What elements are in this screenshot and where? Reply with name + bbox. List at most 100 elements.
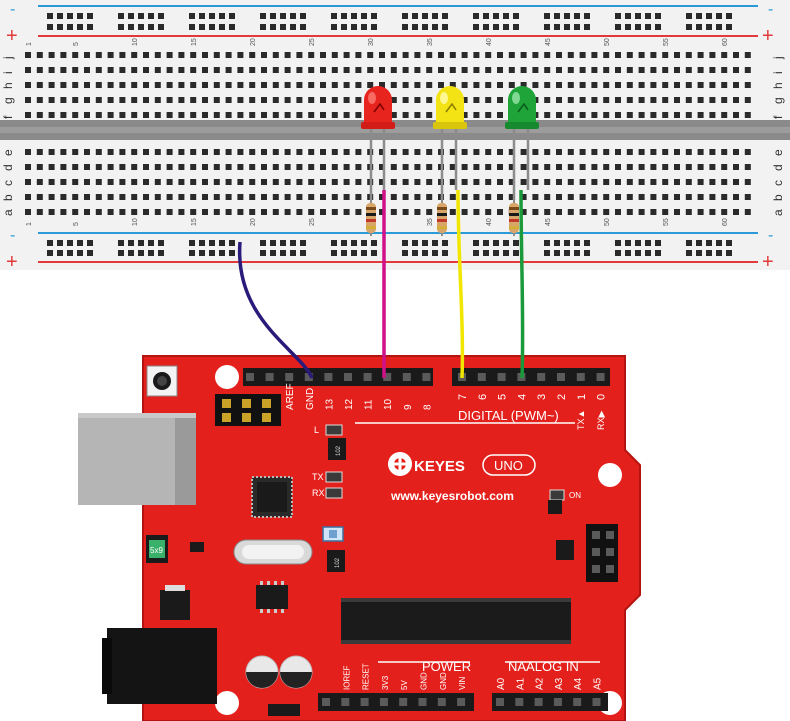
rail-hole — [158, 24, 164, 30]
icsp-pin[interactable] — [592, 548, 600, 556]
bottom-left-plus: + — [6, 251, 18, 273]
breadboard-hole — [497, 82, 503, 88]
header-pin[interactable] — [304, 373, 313, 381]
header-pin[interactable] — [437, 698, 446, 706]
pin4-wire[interactable] — [519, 189, 525, 379]
header-pin[interactable] — [537, 373, 546, 381]
rail-hole — [300, 250, 306, 256]
header-pin[interactable] — [399, 698, 408, 706]
header-pin[interactable] — [402, 373, 411, 381]
header-pin[interactable] — [324, 373, 333, 381]
icsp-pin[interactable] — [262, 399, 271, 408]
breadboard-hole — [154, 112, 161, 118]
breadboard-hole — [662, 149, 669, 155]
breadboard-hole — [261, 52, 267, 58]
icsp-pin[interactable] — [592, 531, 600, 539]
top-left-plus: + — [6, 25, 18, 47]
breadboard-hole — [60, 194, 67, 200]
header-pin[interactable] — [496, 698, 504, 706]
icsp-pin[interactable] — [606, 531, 614, 539]
breadboard-hole — [638, 82, 645, 88]
rail-hole — [280, 240, 286, 246]
header-pin[interactable] — [557, 373, 565, 381]
row-letter: j — [1, 56, 15, 60]
breadboard-hole — [390, 179, 397, 185]
header-pin[interactable] — [265, 373, 274, 381]
header-pin[interactable] — [553, 698, 562, 706]
breadboard-hole — [390, 164, 397, 170]
column-number: 5 — [73, 222, 80, 226]
icsp-pin[interactable] — [606, 548, 614, 556]
breadboard-hole — [249, 164, 256, 170]
icsp-pin[interactable] — [242, 413, 251, 422]
header-pin[interactable] — [322, 698, 330, 706]
breadboard-hole — [308, 82, 315, 88]
resistor-code-1: 102 — [336, 445, 342, 456]
header-pin[interactable] — [534, 698, 543, 706]
breadboard-hole — [556, 52, 562, 58]
rail-hole — [574, 24, 580, 30]
breadboard-hole — [60, 67, 67, 73]
breadboard-hole — [166, 97, 173, 103]
rail-hole — [503, 250, 509, 256]
breadboard-hole — [131, 164, 138, 170]
header-pin[interactable] — [341, 698, 350, 706]
icsp-pin[interactable] — [242, 399, 251, 408]
header-pin[interactable] — [477, 373, 486, 381]
header-pin[interactable] — [344, 373, 352, 381]
icsp-pin[interactable] — [262, 413, 271, 422]
breadboard-hole — [744, 194, 751, 200]
header-pin[interactable] — [576, 373, 585, 381]
header-pin[interactable] — [515, 698, 524, 706]
header-pin[interactable] — [457, 698, 466, 706]
gnd-wire[interactable] — [238, 241, 314, 379]
breadboard-hole — [331, 179, 338, 185]
rail-hole — [442, 250, 448, 256]
header-pin[interactable] — [418, 698, 427, 706]
rail-hole — [442, 24, 448, 30]
header-pin[interactable] — [379, 698, 388, 706]
pin-label: 3 — [536, 394, 548, 400]
header-pin[interactable] — [285, 373, 294, 381]
header-pin[interactable] — [246, 373, 254, 381]
chip-leg — [260, 581, 263, 585]
header-pin[interactable] — [497, 373, 506, 381]
header-pin[interactable] — [363, 373, 372, 381]
header-pin[interactable] — [596, 373, 605, 381]
breadboard-hole — [579, 149, 586, 155]
breadboard-hole — [331, 209, 338, 215]
breadboard-hole — [626, 112, 633, 118]
breadboard-hole — [508, 82, 515, 88]
breadboard-hole — [650, 97, 657, 103]
resistor-network-2: 102 — [327, 550, 345, 572]
breadboard-hole — [485, 97, 492, 103]
icsp-pin[interactable] — [222, 399, 231, 408]
breadboard-hole — [119, 67, 126, 73]
breadboard-hole — [272, 97, 279, 103]
header-pin[interactable] — [360, 698, 369, 706]
rail-hole — [260, 240, 266, 246]
breadboard-hole — [202, 179, 208, 185]
voltage-regulator — [160, 585, 190, 620]
breadboard-hole — [497, 194, 503, 200]
row-letter: e — [1, 149, 15, 156]
breadboard-hole — [520, 194, 527, 200]
header-pin[interactable] — [422, 373, 431, 381]
pin7-wire[interactable] — [456, 189, 465, 379]
breadboard-hole — [84, 164, 90, 170]
icsp-pin[interactable] — [606, 565, 614, 573]
icsp-pin[interactable] — [592, 565, 600, 573]
header-pin[interactable] — [383, 373, 392, 381]
rail-hole — [625, 13, 631, 19]
crystal-oscillator — [233, 539, 313, 565]
breadboard-hole — [225, 112, 232, 118]
icsp-pin[interactable] — [222, 413, 231, 422]
reset-button[interactable] — [146, 365, 178, 397]
breadboard-hole — [178, 194, 185, 200]
rail-hole — [229, 13, 235, 19]
chip-leg — [274, 609, 277, 613]
breadboard-hole — [272, 209, 279, 215]
header-pin[interactable] — [573, 698, 582, 706]
header-pin[interactable] — [592, 698, 601, 706]
breadboard-hole — [603, 97, 610, 103]
